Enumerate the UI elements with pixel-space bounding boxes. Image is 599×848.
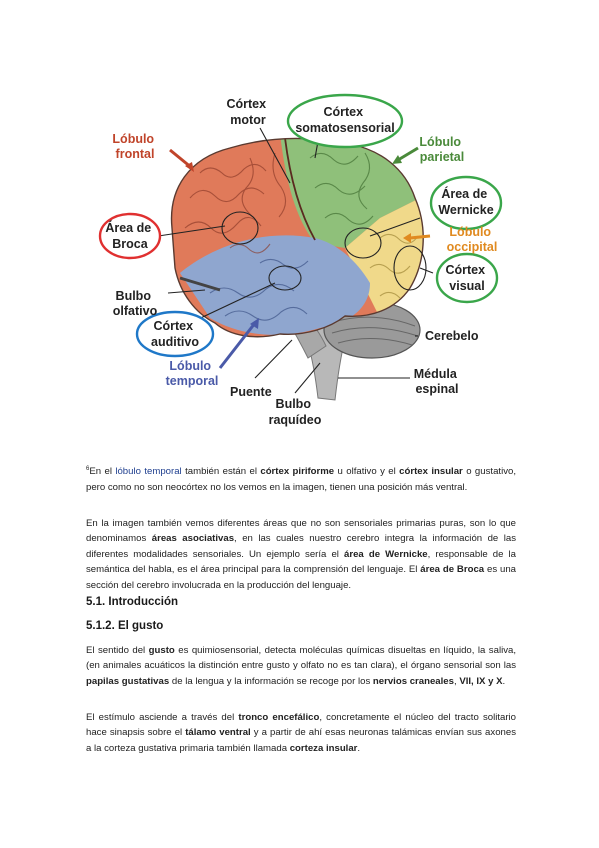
label-cortex-visual: Córtex visual (445, 263, 488, 293)
label-area-broca: Área de Broca (105, 220, 154, 251)
label-area-wernicke: Área de Wernicke (438, 186, 493, 217)
somatosensory-circle (286, 93, 404, 149)
label-puente: Puente (230, 385, 272, 399)
heading-el-gusto: 5.1.2. El gusto (86, 620, 164, 632)
footnote: 6En el lóbulo temporal también están el … (86, 466, 516, 493)
paragraph-areas-asociativas: En la imagen también vemos diferentes ár… (86, 518, 516, 591)
wernicke-area-outline (344, 227, 382, 259)
brain-diagram: Lóbulo frontal Córtex motor Córtex somat… (80, 78, 530, 438)
paragraph-estimulo: El estímulo asciende a través del tronco… (86, 712, 517, 754)
label-lobulo-parietal: Lóbulo parietal (419, 135, 464, 164)
visual-circle (435, 252, 499, 304)
brain-illustration: Lóbulo frontal Córtex motor Córtex somat… (98, 93, 503, 427)
broca-area-outline (221, 211, 259, 245)
label-medula-espinal: Médula espinal (414, 367, 461, 396)
auditory-circle (135, 310, 215, 358)
wernicke-circle (429, 175, 503, 231)
label-cortex-somatosensorial: Córtex somatosensorial (295, 105, 394, 135)
label-cortex-auditivo: Córtex auditivo (151, 319, 199, 349)
label-bulbo-olfativo: Bulbo olfativo (113, 289, 158, 318)
link-lobulo-temporal[interactable]: lóbulo temporal (115, 466, 182, 478)
paragraph-gusto: El sentido del gusto es quimiosensorial,… (86, 645, 517, 687)
label-cerebelo: Cerebelo (425, 329, 479, 343)
label-cortex-motor: Córtex motor (226, 97, 269, 127)
broca-circle (98, 212, 162, 260)
brain-outline (170, 137, 424, 338)
auditory-area-outline (268, 265, 302, 291)
visual-area-outline (393, 245, 427, 291)
label-lobulo-temporal: Lóbulo temporal (166, 359, 219, 388)
heading-introduccion: 5.1. Introducción (86, 596, 179, 608)
label-lobulo-occipital: Lóbulo occipital (447, 225, 498, 254)
label-lobulo-frontal: Lóbulo frontal (112, 132, 157, 161)
label-bulbo-raquideo: Bulbo raquídeo (269, 397, 322, 427)
